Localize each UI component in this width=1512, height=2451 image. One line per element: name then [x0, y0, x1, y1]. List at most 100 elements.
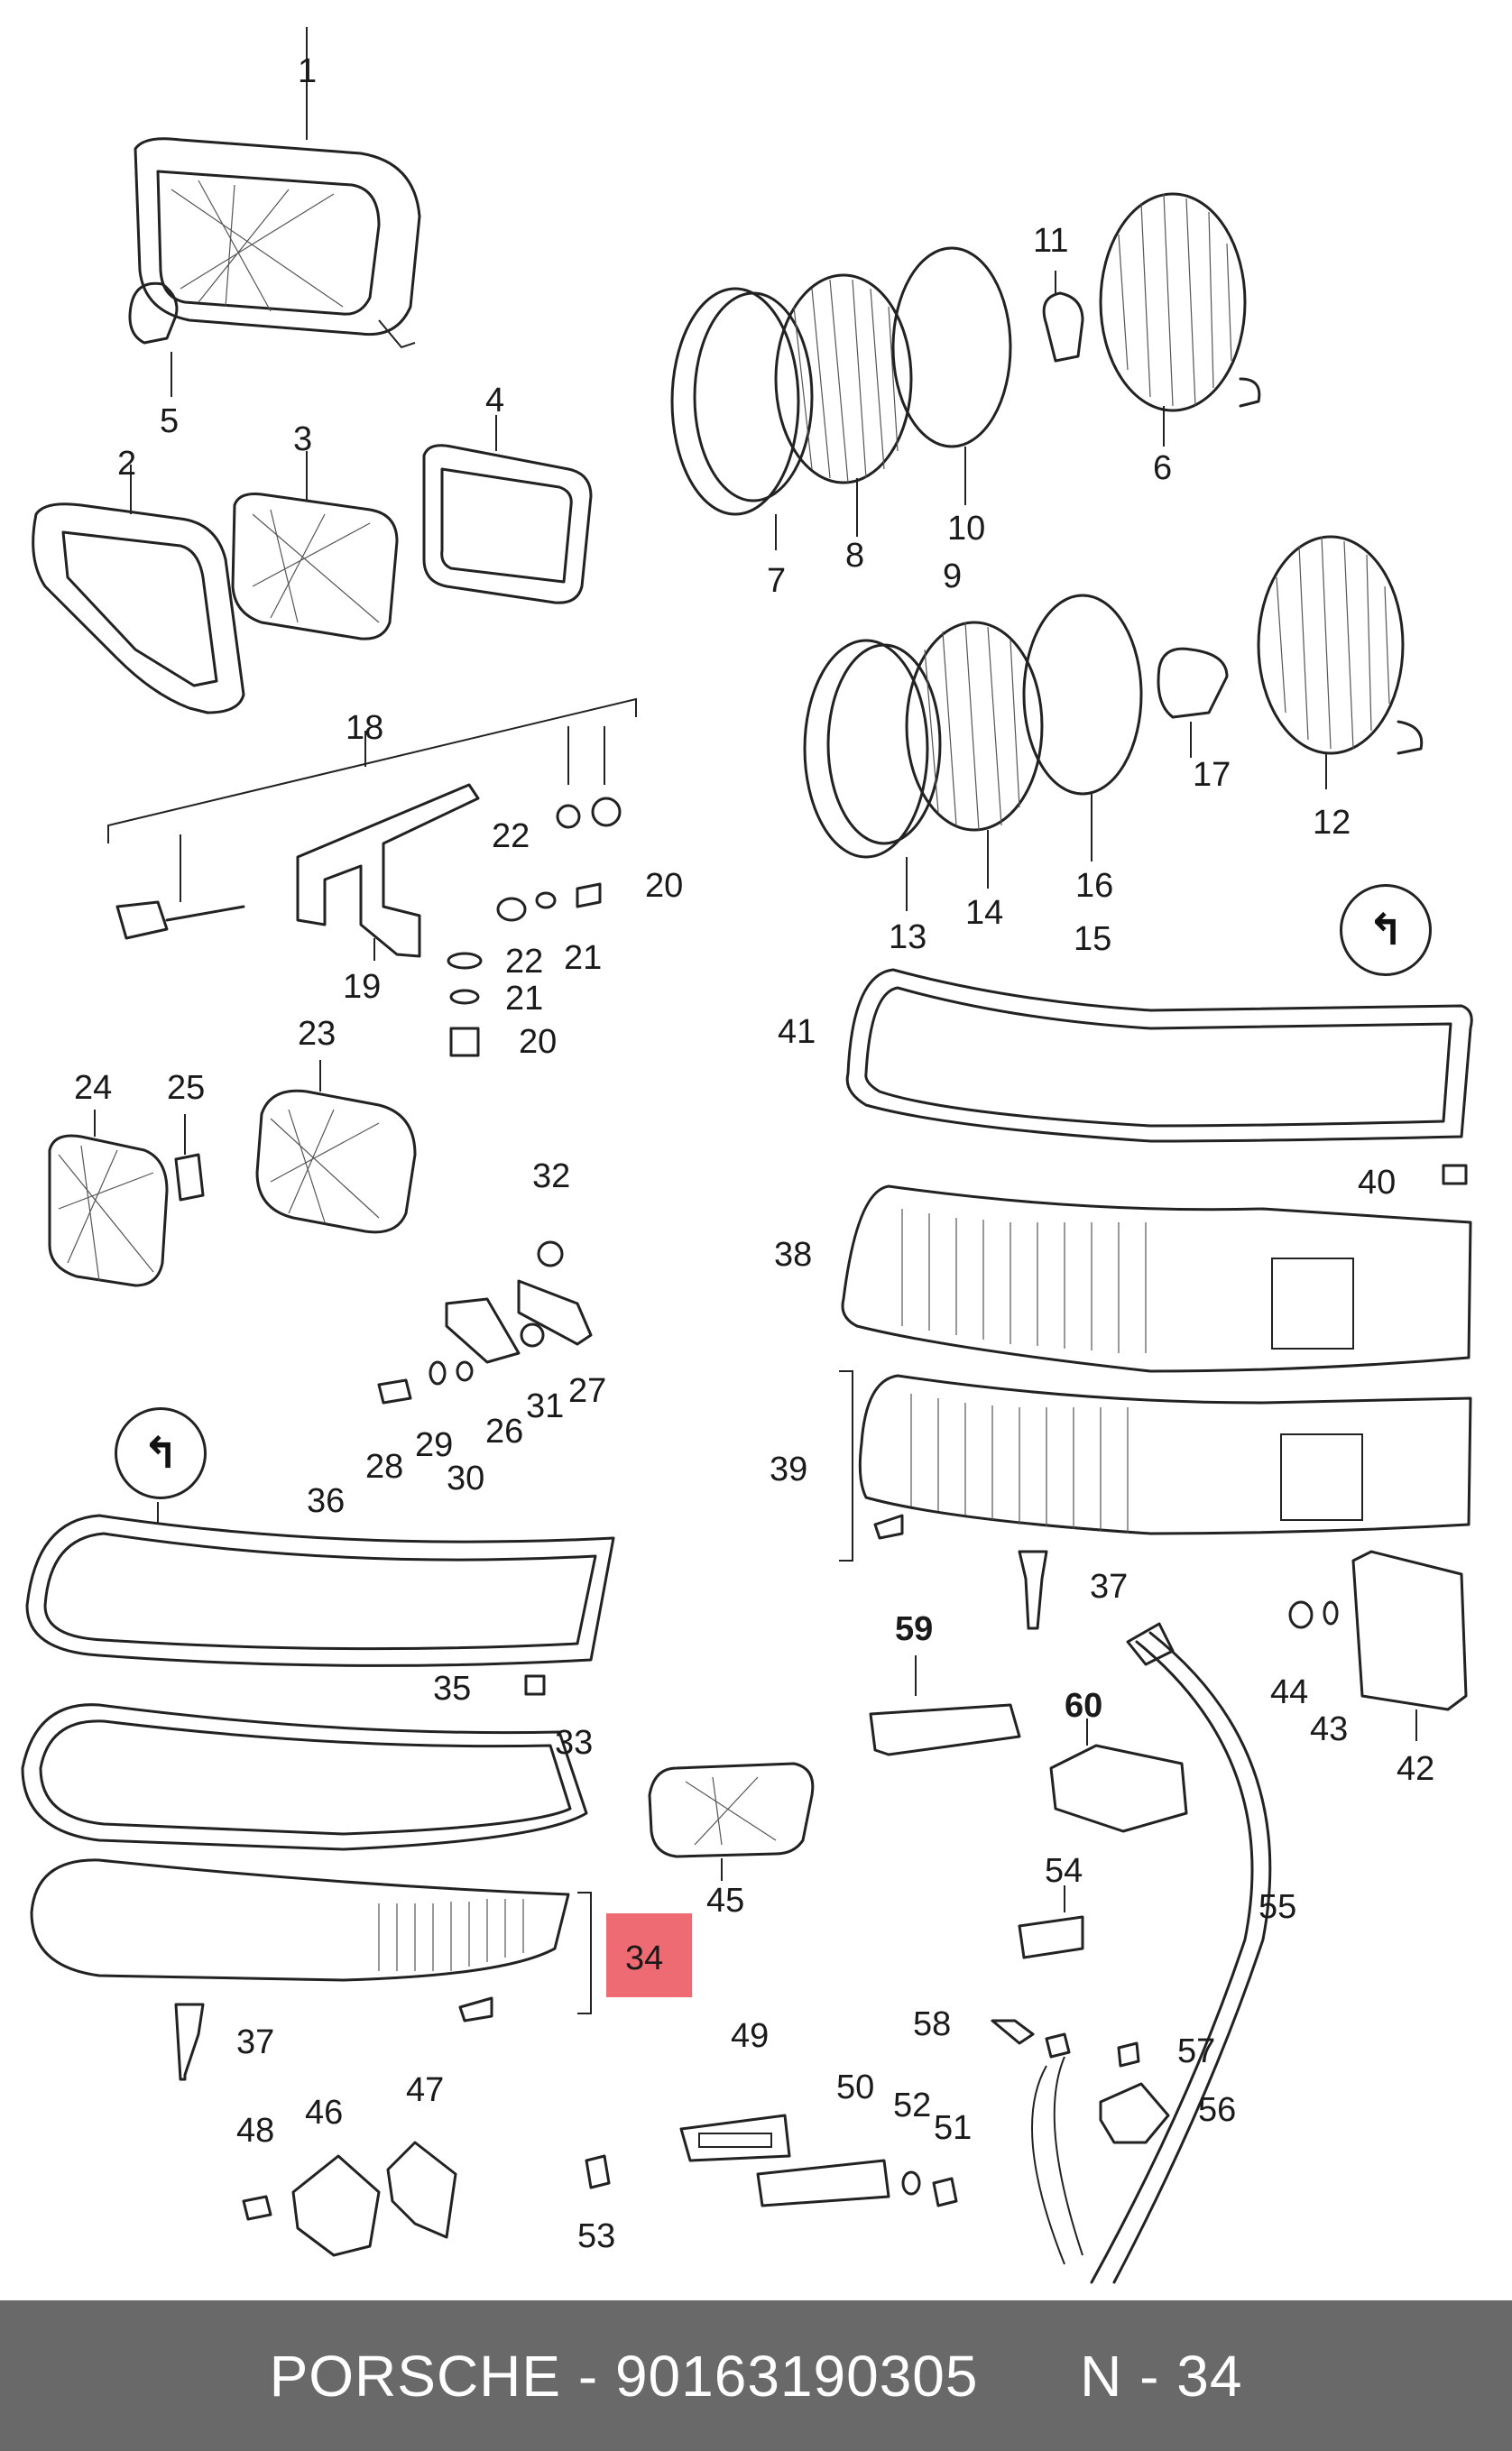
- callout-54[interactable]: 54: [1045, 1852, 1083, 1890]
- callout-27[interactable]: 27: [568, 1372, 607, 1410]
- callout-53[interactable]: 53: [577, 2217, 616, 2255]
- callout-20-lower[interactable]: 20: [519, 1023, 558, 1061]
- callout-15[interactable]: 15: [1074, 920, 1112, 958]
- callout-35[interactable]: 35: [433, 1670, 472, 1708]
- callout-30[interactable]: 30: [447, 1460, 485, 1497]
- callout-12[interactable]: 12: [1313, 804, 1351, 842]
- callout-32[interactable]: 32: [532, 1157, 571, 1195]
- callout-51[interactable]: 51: [934, 2109, 973, 2147]
- callout-22-lower[interactable]: 22: [505, 943, 544, 981]
- callout-23[interactable]: 23: [298, 1015, 337, 1053]
- callout-34[interactable]: 34: [625, 1940, 664, 1977]
- callout-13[interactable]: 13: [889, 918, 927, 956]
- part-35-drawing: [524, 1674, 546, 1696]
- part-13-14-16-drawing: [803, 594, 1143, 911]
- part-number-caption: PORSCHE - 90163190305 N - 34: [269, 2343, 1243, 2409]
- part-34-drawing: [30, 1858, 592, 2023]
- part-17-drawing: [1157, 647, 1229, 758]
- part-3-drawing: [231, 451, 399, 640]
- reference-arrow-icon: ↰: [115, 1407, 207, 1499]
- callout-40[interactable]: 40: [1358, 1164, 1397, 1202]
- part-41-drawing: [845, 968, 1473, 1143]
- callout-3[interactable]: 3: [293, 420, 313, 458]
- callout-46[interactable]: 46: [305, 2094, 344, 2132]
- callout-4[interactable]: 4: [485, 382, 505, 419]
- callout-42[interactable]: 42: [1397, 1750, 1435, 1788]
- callout-60[interactable]: 60: [1065, 1687, 1103, 1725]
- callout-6[interactable]: 6: [1153, 449, 1173, 487]
- highlighted-part-box[interactable]: [606, 1913, 692, 1997]
- part-39-drawing: [839, 1370, 1472, 1562]
- part-18-drawing: [107, 697, 637, 940]
- callout-33[interactable]: 33: [555, 1724, 594, 1762]
- callout-18[interactable]: 18: [346, 709, 384, 747]
- part-45-drawing: [648, 1762, 815, 1881]
- callout-22-upper[interactable]: 22: [492, 817, 530, 855]
- callout-10[interactable]: 10: [947, 510, 986, 548]
- part-40-drawing: [1442, 1164, 1468, 1185]
- part-19-drawing: [296, 783, 480, 961]
- part-37-drawing: [174, 1550, 1048, 2081]
- callout-59[interactable]: 59: [895, 1610, 934, 1648]
- callout-16[interactable]: 16: [1075, 867, 1114, 905]
- part-4-drawing: [422, 415, 593, 604]
- callout-21-lower[interactable]: 21: [505, 980, 544, 1018]
- callout-57[interactable]: 57: [1177, 2032, 1216, 2070]
- callout-1[interactable]: 1: [298, 52, 318, 90]
- part-42-44-drawing: [1288, 1550, 1468, 1741]
- callout-26[interactable]: 26: [485, 1413, 524, 1451]
- callout-24[interactable]: 24: [74, 1069, 113, 1107]
- part-56-58-drawing: [991, 2019, 1170, 2144]
- callout-39[interactable]: 39: [770, 1451, 808, 1488]
- callout-58[interactable]: 58: [913, 2005, 952, 2043]
- callout-5[interactable]: 5: [160, 402, 180, 440]
- callout-41[interactable]: 41: [778, 1013, 816, 1051]
- callout-43[interactable]: 43: [1310, 1710, 1349, 1748]
- part-6-drawing: [1099, 192, 1261, 447]
- callout-52[interactable]: 52: [893, 2087, 932, 2124]
- parts-diagram: [21, 27, 1473, 2284]
- part-59-60-drawing: [869, 1655, 1188, 1833]
- callout-29[interactable]: 29: [415, 1426, 454, 1464]
- callout-45[interactable]: 45: [706, 1882, 745, 1920]
- callout-19[interactable]: 19: [343, 968, 382, 1006]
- callout-17[interactable]: 17: [1193, 756, 1231, 794]
- callout-25[interactable]: 25: [167, 1069, 206, 1107]
- part-12-drawing: [1257, 535, 1424, 789]
- callout-48[interactable]: 48: [236, 2112, 275, 2150]
- part-38-drawing: [841, 1184, 1472, 1373]
- callout-55[interactable]: 55: [1258, 1888, 1297, 1926]
- callout-7[interactable]: 7: [767, 562, 787, 600]
- callout-50[interactable]: 50: [836, 2069, 875, 2106]
- part-25-drawing: [174, 1114, 205, 1202]
- footer-bar: PORSCHE - 90163190305 N - 34: [0, 2300, 1512, 2451]
- part-36-drawing: [25, 1502, 615, 1667]
- part-7-8-10-drawing: [670, 246, 1012, 550]
- callout-20-upper[interactable]: 20: [645, 867, 684, 905]
- callout-37-right[interactable]: 37: [1090, 1568, 1129, 1606]
- part-5-drawing: [128, 281, 179, 397]
- callout-49[interactable]: 49: [731, 2017, 770, 2055]
- part-23-drawing: [255, 1060, 417, 1234]
- part-11-drawing: [1042, 271, 1084, 363]
- part-33-drawing: [21, 1703, 588, 1851]
- callout-28[interactable]: 28: [365, 1448, 404, 1486]
- part-55-drawing: [1031, 1622, 1272, 2284]
- reference-arrow-icon: ↰: [1340, 884, 1432, 976]
- part-54-drawing: [1018, 1885, 1084, 1959]
- callout-38[interactable]: 38: [774, 1236, 813, 1274]
- callout-44[interactable]: 44: [1270, 1673, 1309, 1711]
- callout-11[interactable]: 11: [1033, 222, 1069, 260]
- callout-21-upper[interactable]: 21: [564, 939, 603, 977]
- callout-14[interactable]: 14: [965, 894, 1004, 932]
- callout-9[interactable]: 9: [943, 557, 963, 595]
- callout-56[interactable]: 56: [1198, 2091, 1237, 2129]
- callout-31[interactable]: 31: [526, 1387, 565, 1425]
- callout-8[interactable]: 8: [845, 537, 865, 575]
- callout-37-left[interactable]: 37: [236, 2023, 275, 2061]
- part-46-53-drawing: [242, 2114, 958, 2257]
- callout-2[interactable]: 2: [117, 445, 137, 483]
- callout-36[interactable]: 36: [307, 1482, 346, 1520]
- callout-47[interactable]: 47: [406, 2071, 445, 2109]
- part-26-32-drawing: [377, 1240, 593, 1405]
